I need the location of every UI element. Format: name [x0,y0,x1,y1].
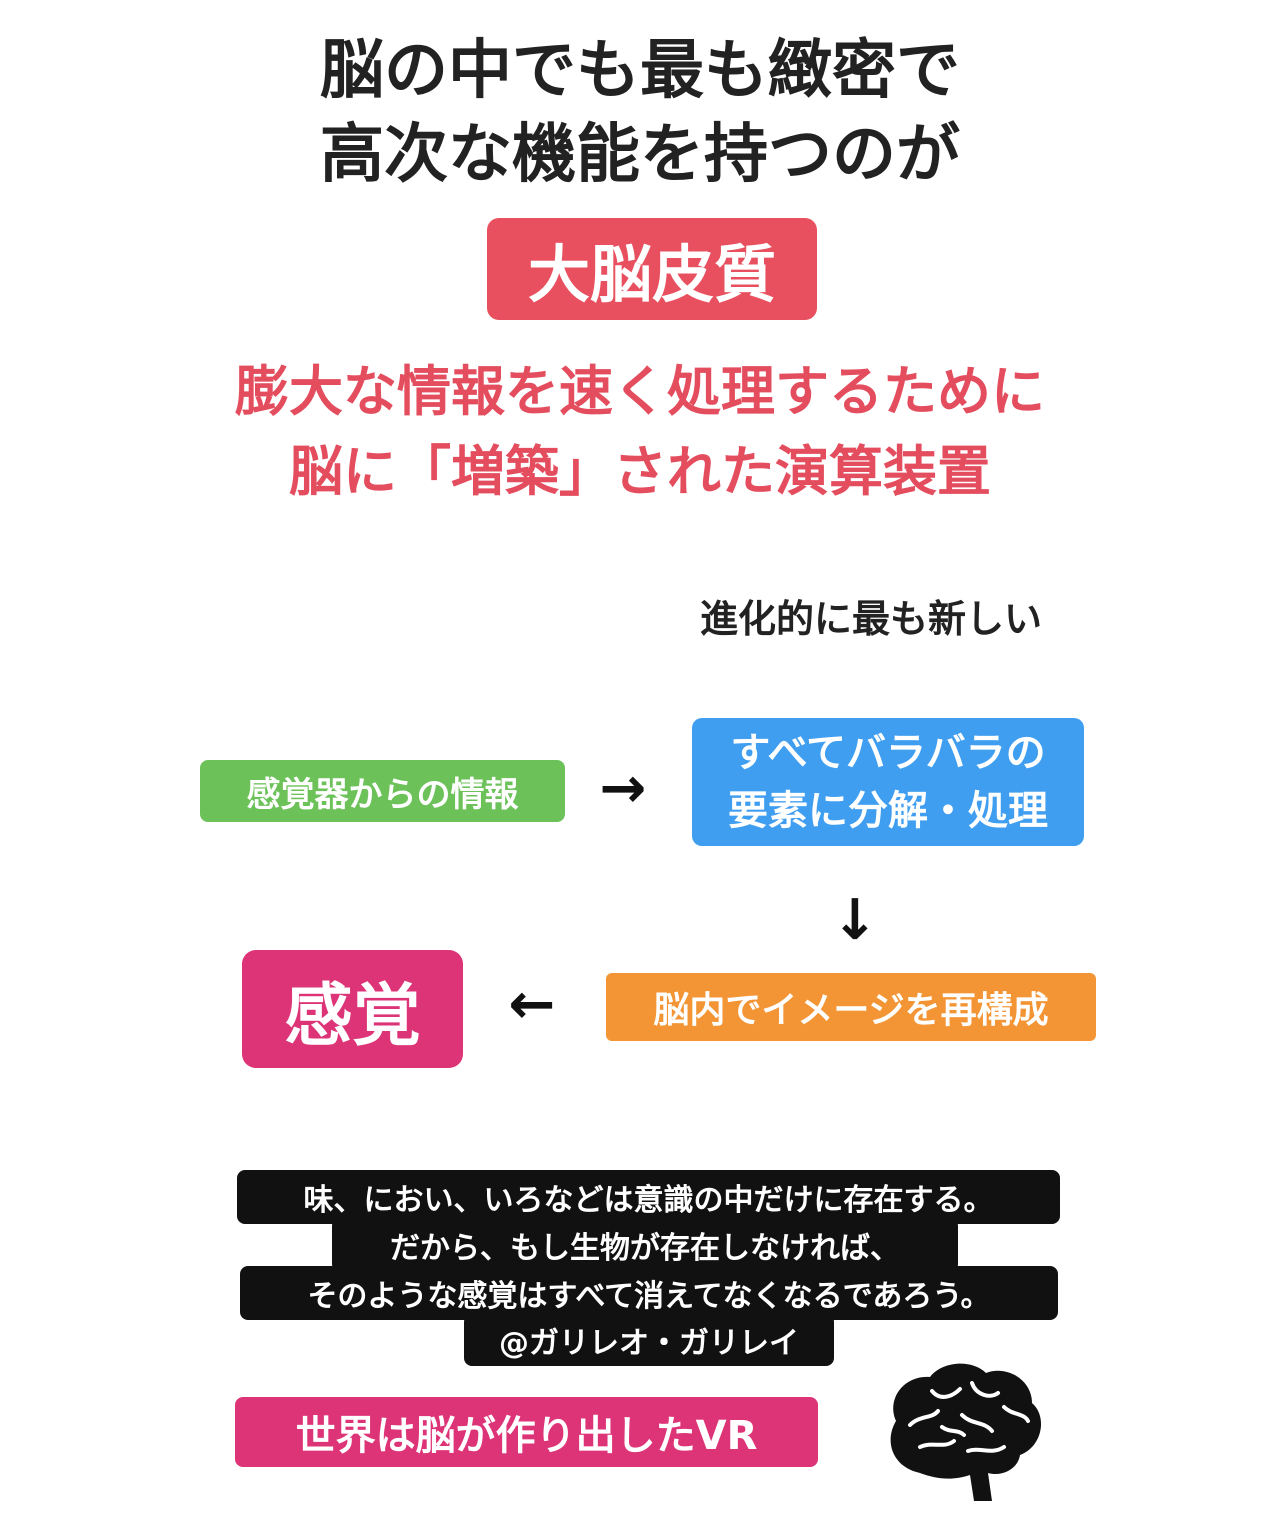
decompose-line-2: 要素に分解・処理 [728,788,1048,834]
quote-line-2: だから、もし生物が存在しなければ、 [332,1218,958,1272]
brain-icon [880,1355,1050,1505]
sensation-box: 感覚 [242,950,463,1068]
decompose-line-1: すべてバラバラの [730,730,1046,776]
evolution-note: 進化的に最も新しい [700,597,1043,641]
quote-line-3: そのような感覚はすべて消えてなくなるであろう。 [240,1266,1058,1320]
subtitle-line-2: 脳に「増築」された演算装置 [289,440,991,503]
arrow-left-icon: ← [508,972,556,1037]
title-line-2: 高次な機能を持つのが [320,118,960,192]
quote-line-1: 味、におい、いろなどは意識の中だけに存在する。 [237,1170,1060,1224]
decompose-box: すべてバラバラの 要素に分解・処理 [692,718,1084,846]
arrow-down-icon: ↓ [831,888,879,953]
sensory-input-box: 感覚器からの情報 [200,760,565,822]
cerebral-cortex-badge: 大脳皮質 [487,218,817,320]
subtitle-line-1: 膨大な情報を速く処理するために [235,360,1045,423]
footer-vr-badge: 世界は脳が作り出したVR [235,1397,818,1467]
arrow-right-icon: → [599,756,647,821]
title-line-1: 脳の中でも最も緻密で [320,34,960,108]
reconstruct-box: 脳内でイメージを再構成 [606,973,1096,1041]
quote-author: @ガリレオ・ガリレイ [464,1314,834,1366]
